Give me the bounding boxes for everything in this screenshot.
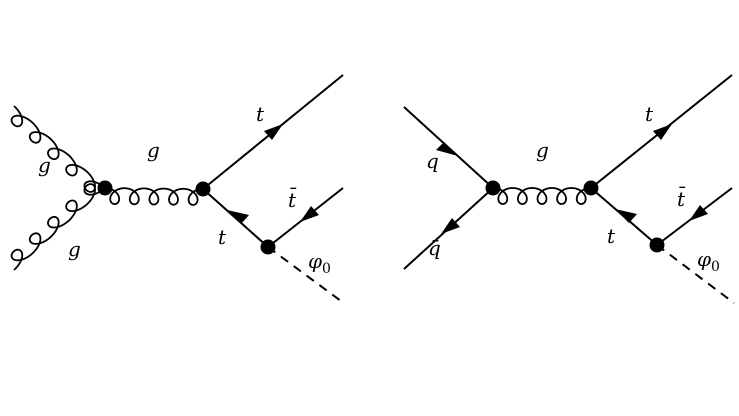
- diagram-gg-fusion: g g g t t̄ t φ0: [10, 74, 346, 305]
- vertex-scalar-emission: [649, 237, 665, 253]
- top-internal-arrow: [615, 209, 637, 223]
- top-quark-arrow: [264, 124, 283, 140]
- label-antitop-out: t̄: [677, 186, 686, 211]
- scalar-dashed-line: [656, 244, 735, 304]
- gluon-propagator: [492, 187, 592, 205]
- gluon-propagator: [104, 187, 204, 206]
- antiquark-arrow: [441, 218, 460, 234]
- gluon-line-incoming-top: [10, 105, 106, 193]
- label-gluon-propagator: g: [147, 138, 160, 162]
- label-antiquark-in: q̄: [428, 236, 441, 260]
- vertex-top-production: [583, 180, 599, 196]
- label-quark-in: q: [426, 149, 439, 173]
- label-antitop-out: t̄: [288, 187, 297, 212]
- vertex-scalar-emission: [260, 239, 276, 255]
- antitop-arrow: [300, 206, 319, 222]
- label-gluon-in-bottom: g: [68, 237, 81, 261]
- vertex-quark-annihilation: [485, 180, 501, 196]
- label-scalar: φ0: [308, 249, 331, 277]
- label-gluon-propagator: g: [536, 138, 549, 162]
- label-top-out: t: [256, 102, 265, 126]
- diagram-qqbar-annihilation: q q̄ g t t̄ t φ0: [403, 74, 735, 304]
- vertex-gluon-fusion: [97, 180, 113, 196]
- label-top-internal: t: [218, 225, 227, 249]
- top-internal-arrow: [227, 210, 249, 224]
- antitop-arrow: [689, 205, 708, 221]
- quark-arrow: [436, 142, 458, 156]
- label-scalar: φ0: [697, 247, 720, 275]
- scalar-dashed-line: [267, 246, 346, 305]
- label-top-internal: t: [607, 224, 616, 248]
- gluon-line-incoming-bottom: [10, 183, 106, 271]
- label-gluon-in-top: g: [38, 153, 51, 177]
- label-top-out: t: [645, 102, 654, 126]
- vertex-top-production: [195, 181, 211, 197]
- top-quark-arrow: [653, 124, 672, 140]
